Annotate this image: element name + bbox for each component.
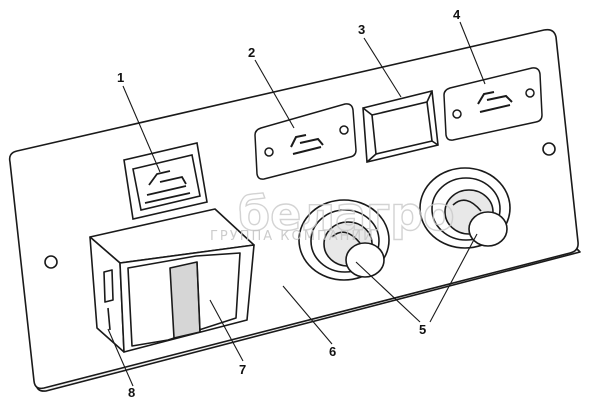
indicator-1-window — [132, 154, 201, 211]
leader-5b — [429, 233, 478, 323]
leader-6 — [282, 285, 333, 345]
switch-rocker-textured-zone — [169, 261, 201, 339]
warning-lamp-3 — [362, 90, 439, 163]
indicator-lens-4 — [443, 67, 543, 141]
callout-7: 7 — [239, 362, 246, 377]
switch-terminal-8 — [103, 269, 114, 303]
indicator-lens-2 — [254, 103, 357, 180]
indicator-1-symbol-icon — [144, 170, 191, 204]
leader-4 — [459, 21, 486, 85]
mount-hole-left — [44, 255, 58, 269]
callout-labels: 1 2 3 4 5 6 7 8 — [117, 7, 461, 400]
leader-8 — [107, 328, 134, 387]
callout-1: 1 — [117, 70, 124, 85]
lens-4-screw-right — [525, 88, 535, 98]
lens-2-symbol-icon — [290, 134, 324, 155]
leader-3 — [363, 37, 402, 98]
leader-1 — [122, 85, 161, 173]
rocker-switch-7 — [89, 208, 255, 353]
callout-2: 2 — [248, 45, 255, 60]
leader-2 — [254, 59, 295, 129]
pushbutton-5-right — [419, 167, 511, 249]
pushbutton-right-cap — [468, 211, 508, 247]
lens-4-screw-left — [452, 109, 462, 119]
leader-lines — [107, 21, 486, 387]
watermark: белагро ГРУППА КОМПАНИЙ — [210, 186, 455, 244]
callout-5: 5 — [419, 322, 426, 337]
watermark-main-text: белагро — [238, 187, 455, 241]
mount-hole-right — [542, 142, 556, 156]
lens-2-screw-left — [264, 147, 274, 157]
pushbutton-5-left — [298, 199, 390, 281]
callout-6: 6 — [329, 344, 336, 359]
leader-7 — [209, 299, 244, 362]
callout-8: 8 — [128, 385, 135, 400]
lens-2-screw-right — [339, 125, 349, 135]
lens-4-symbol-icon — [477, 91, 513, 113]
indicator-1 — [123, 142, 208, 220]
callout-4: 4 — [453, 7, 461, 22]
watermark-sub-text: ГРУППА КОМПАНИЙ — [210, 228, 375, 244]
pushbutton-left-cap — [345, 242, 385, 278]
leader-5a — [355, 261, 421, 323]
callout-3: 3 — [358, 22, 365, 37]
